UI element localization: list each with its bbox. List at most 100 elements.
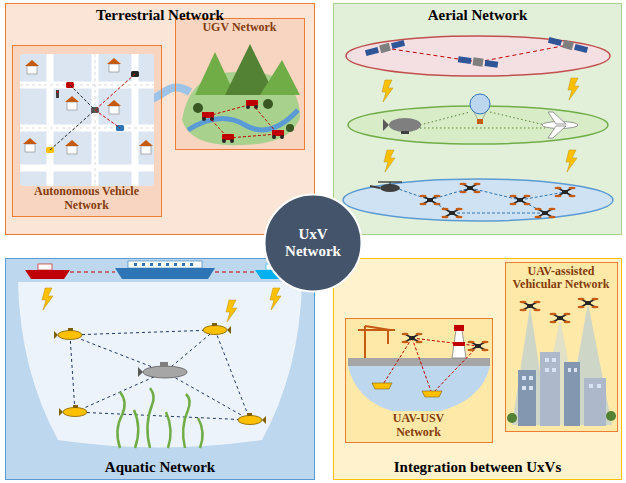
- integration-art-part: [507, 413, 517, 423]
- aerial-art-part: [460, 183, 481, 193]
- aquatic-art-part-part: [166, 263, 169, 266]
- terrestrial-art-part-part: [95, 110, 120, 128]
- terrestrial-art-part-part: [95, 74, 135, 110]
- terrestrial-art-part: [260, 60, 300, 95]
- integration-art-part-part: [412, 338, 432, 394]
- integration-art-part-part: [574, 368, 577, 372]
- integration-art-part: [540, 352, 560, 426]
- aquatic-art-part-part: [165, 330, 215, 372]
- aerial-art-part: [365, 39, 406, 57]
- terrestrial-art-part-part: [70, 85, 95, 110]
- panel-title: Aerial Network: [428, 7, 528, 24]
- aerial-art-part: [401, 131, 409, 134]
- region-panel: Terrestrial NetworkUGV NetworkAutonomous…: [5, 3, 315, 235]
- aquatic-art-part: [160, 362, 168, 367]
- aquatic-art-part: [5, 258, 315, 480]
- aerial-art-part-part: [452, 213, 545, 214]
- aquatic-art-part-part: [70, 330, 215, 335]
- integration-art-part-part: [529, 376, 533, 380]
- aerial-art-part: [510, 195, 531, 205]
- terrestrial-art-part-part: [95, 54, 96, 186]
- aquatic-art-part: [70, 330, 250, 420]
- aquatic-art-part-part: [117, 392, 124, 448]
- integration-art-part: [358, 326, 395, 358]
- sub-network-box: Autonomous Vehicle Network: [12, 45, 162, 217]
- integration-art-part: [584, 378, 606, 426]
- integration-art-part: [382, 338, 478, 394]
- integration-art-part-part: [545, 368, 549, 372]
- terrestrial-art-part-part: [132, 54, 139, 186]
- aquatic-art-part-part: [183, 394, 190, 448]
- box-label: UAV-assisted Vehicular Network: [508, 265, 615, 293]
- terrestrial-art-part: [12, 45, 162, 217]
- aquatic-art-part: [128, 261, 202, 268]
- integration-art-part: [578, 298, 599, 308]
- aquatic-art-part: [38, 264, 52, 270]
- aerial-art-part-part: [470, 188, 520, 200]
- integration-art-part: [522, 358, 601, 390]
- aquatic-art-part-part: [134, 263, 137, 266]
- box-label: Autonomous Vehicle Network: [31, 185, 143, 213]
- integration-art-part-part: [552, 358, 556, 362]
- terrestrial-art-part: [20, 54, 154, 186]
- circle-fill: [265, 195, 362, 292]
- integration-art-part-part: [522, 376, 526, 380]
- terrestrial-art-part: [208, 104, 278, 138]
- terrestrial-art-part: [286, 124, 294, 132]
- aquatic-art-part-part: [150, 263, 153, 266]
- integration-art-part-part: [545, 358, 549, 362]
- aerial-art-part: [390, 182, 391, 185]
- integration-art-part: [520, 301, 541, 311]
- terrestrial-art-part-part: [208, 104, 252, 116]
- aquatic-art-part-part: [70, 335, 165, 372]
- aquatic-art-part: [54, 328, 82, 340]
- integration-art-part-part: [387, 330, 389, 344]
- integration-art-part: [564, 362, 580, 426]
- region-panel: Integration between UxVs UAV-assisted Veh…: [333, 258, 622, 480]
- terrestrial-art-part: [107, 100, 121, 114]
- aerial-art-part: [568, 78, 579, 100]
- terrestrial-art-part-part: [47, 54, 54, 186]
- aquatic-art-part-part: [198, 418, 203, 448]
- center-label: UxV Network: [275, 226, 351, 261]
- integration-art-part-part: [589, 384, 593, 388]
- aerial-art-part-part: [420, 128, 545, 129]
- aerial-art-part: [370, 186, 380, 188]
- integration-art-part-part: [529, 386, 533, 390]
- aquatic-art-part-part: [166, 412, 171, 448]
- aerial-art-part: [548, 112, 566, 124]
- aerial-art-part: [333, 3, 622, 235]
- aquatic-art-part: [25, 270, 70, 279]
- terrestrial-art-part-part: [208, 116, 228, 138]
- sub-network-box: UAV-USV Network: [345, 318, 493, 443]
- terrestrial-art-part: [107, 58, 121, 72]
- box-label: UAV-USV Network: [382, 412, 456, 440]
- aquatic-art-part: [59, 405, 87, 417]
- integration-art-part-part: [597, 384, 601, 388]
- aerial-art-part: [420, 112, 545, 128]
- integration-art-part: [454, 325, 464, 331]
- aerial-art-part: [474, 112, 478, 120]
- aerial-art-part: [566, 150, 577, 172]
- sub-network-box: UGV Network: [175, 18, 305, 150]
- terrestrial-art-part: [193, 103, 203, 113]
- aerial-art-part: [389, 118, 421, 132]
- aquatic-art-part-part: [215, 330, 250, 420]
- panel-title: Integration between UxVs: [394, 459, 561, 476]
- integration-art-part: [606, 411, 616, 421]
- terrestrial-art-part-part: [252, 104, 278, 134]
- aquatic-art-part: [70, 272, 255, 273]
- aerial-art-part: [482, 112, 486, 120]
- terrestrial-art-part: [175, 18, 305, 150]
- terrestrial-art-part-part: [20, 128, 154, 129]
- integration-art-part: [518, 370, 536, 426]
- sub-network-box: UAV-assisted Vehicular Network: [505, 262, 618, 432]
- region-panel: Aerial Network: [333, 3, 622, 235]
- integration-art-part-part: [382, 338, 412, 386]
- aquatic-art-part-part: [75, 412, 250, 420]
- integration-art-part-part: [522, 386, 526, 390]
- integration-art-part: [468, 341, 489, 351]
- aerial-art-part: [442, 208, 463, 218]
- integration-art-part: [402, 333, 423, 343]
- terrestrial-art-part: [25, 60, 39, 74]
